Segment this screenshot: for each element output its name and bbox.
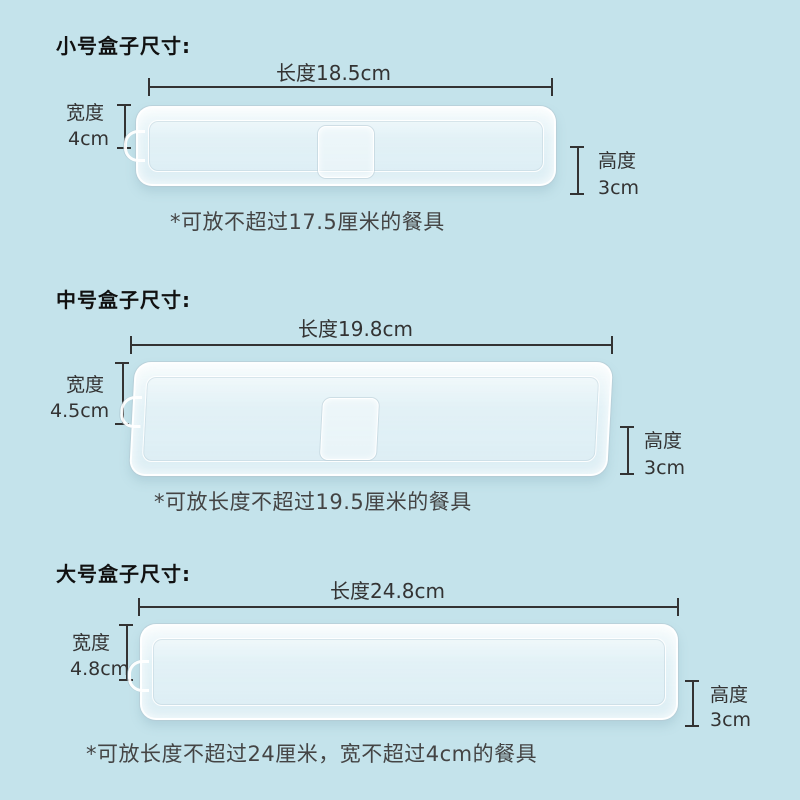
large-width-tick-bottom: [119, 679, 133, 681]
medium-width-tick-bottom: [115, 423, 129, 425]
medium-height-value: 3cm: [644, 457, 686, 479]
large-length-line: [138, 606, 678, 608]
small-height-line: [577, 146, 579, 194]
large-length-tick-right: [677, 598, 679, 616]
small-length-tick-right: [551, 78, 553, 96]
medium-width-value: 4.5cm: [50, 400, 110, 422]
medium-length-label: 长度19.8cm: [298, 317, 414, 341]
medium-length-tick-left: [130, 336, 132, 354]
small-height-value: 3cm: [598, 177, 640, 199]
medium-length-line: [130, 344, 612, 346]
small-height-tick-bottom: [570, 193, 584, 195]
medium-height-label: 高度: [644, 430, 683, 452]
large-length-tick-left: [138, 598, 140, 616]
medium-box-image: [119, 362, 613, 476]
medium-width-tick-top: [115, 362, 129, 364]
large-box-lid-rim: [152, 638, 666, 706]
medium-height-tick-top: [620, 426, 634, 428]
large-width-value: 4.8cm: [70, 658, 130, 680]
large-width-line: [126, 624, 128, 680]
large-box-note: *可放长度不超过24厘米，宽不超过4cm的餐具: [86, 742, 538, 766]
small-width-tick-top: [117, 104, 131, 106]
medium-width-label: 宽度: [66, 374, 105, 396]
large-height-tick-top: [685, 680, 699, 682]
small-length-label: 长度18.5cm: [276, 61, 392, 85]
medium-box-title: 中号盒子尺寸:: [56, 288, 191, 312]
small-box-image: [124, 106, 556, 186]
large-box-hinge: [128, 660, 149, 692]
large-height-line: [692, 680, 694, 726]
medium-box-note: *可放长度不超过19.5厘米的餐具: [154, 490, 472, 514]
large-height-label: 高度: [710, 684, 749, 706]
medium-box-hinge: [119, 396, 143, 428]
medium-height-line: [627, 426, 629, 474]
large-height-value: 3cm: [710, 709, 752, 731]
small-width-line: [124, 104, 126, 148]
medium-box-clasp: [319, 398, 380, 460]
large-width-label: 宽度: [72, 632, 111, 654]
medium-length-tick-right: [611, 336, 613, 354]
small-length-line: [148, 86, 552, 88]
medium-height-tick-bottom: [620, 473, 634, 475]
small-length-tick-left: [148, 78, 150, 96]
small-box-hinge: [124, 130, 145, 162]
small-height-tick-top: [570, 146, 584, 148]
small-box-lid-rim: [148, 120, 544, 172]
small-width-label: 宽度: [66, 102, 105, 124]
small-box-clasp: [318, 126, 374, 178]
large-width-tick-top: [119, 624, 133, 626]
large-length-label: 长度24.8cm: [330, 579, 446, 603]
large-height-tick-bottom: [685, 725, 699, 727]
small-height-label: 高度: [598, 150, 637, 172]
small-box-title: 小号盒子尺寸:: [56, 34, 191, 58]
small-box-note: *可放不超过17.5厘米的餐具: [170, 210, 445, 234]
large-box-title: 大号盒子尺寸:: [56, 562, 191, 586]
small-width-value: 4cm: [68, 128, 110, 150]
large-box-image: [128, 624, 678, 720]
medium-width-line: [122, 362, 124, 424]
